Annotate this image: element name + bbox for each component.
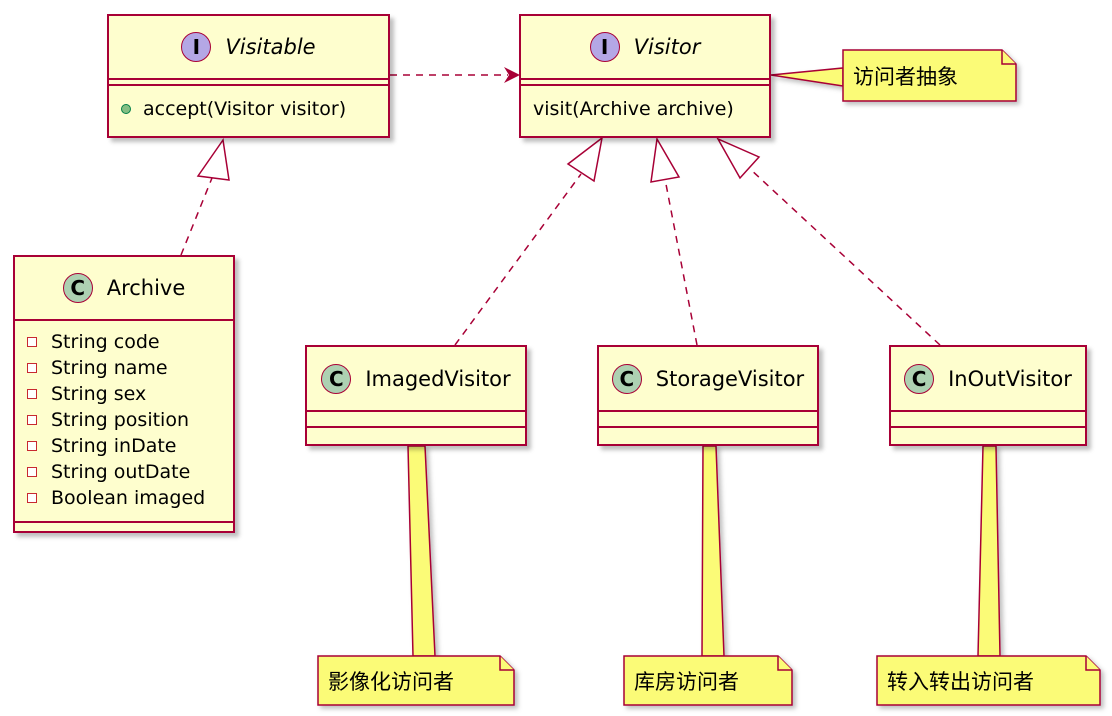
class-imaged-visitor: C ImagedVisitor [305, 345, 527, 446]
method-row: visit(Archive archive) [521, 96, 769, 122]
note-text: 库房访问者 [634, 669, 739, 694]
fields-section [109, 80, 388, 86]
class-name: InOutVisitor [948, 366, 1072, 391]
fields-section: String code String name String sex Strin… [15, 321, 233, 523]
note-visitor-abstract: 访问者抽象 [843, 50, 1003, 101]
class-header: I Visitable [109, 16, 388, 80]
public-visibility-icon [121, 104, 131, 114]
note-inout-visitor: 转入转出访问者 [877, 656, 1087, 705]
note-text: 转入转出访问者 [887, 669, 1034, 694]
class-badge-icon: C [321, 363, 352, 394]
class-badge-icon: C [62, 273, 93, 303]
fields-section [891, 412, 1085, 428]
note-shape-inout [876, 445, 1101, 706]
dependency-visitable-to-visitor [390, 67, 520, 83]
realization-inout-to-visitor [716, 137, 941, 346]
private-visibility-icon [27, 389, 37, 399]
class-header: C InOutVisitor [891, 347, 1085, 412]
methods-section [891, 428, 1085, 442]
field-text: String inDate [51, 435, 177, 457]
note-storage-visitor: 库房访问者 [624, 656, 779, 705]
methods-section [15, 523, 233, 533]
field-row: Boolean imaged [15, 485, 233, 511]
class-header: C ImagedVisitor [307, 347, 525, 412]
class-name: ImagedVisitor [365, 366, 511, 391]
field-text: Boolean imaged [51, 487, 206, 509]
note-text: 影像化访问者 [328, 669, 454, 694]
class-storage-visitor: C StorageVisitor [597, 345, 819, 446]
methods-section [599, 428, 817, 442]
methods-section: accept(Visitor visitor) [109, 86, 388, 126]
note-imaged-visitor: 影像化访问者 [318, 656, 500, 705]
class-archive: C Archive String code String name String… [13, 255, 235, 533]
field-text: String code [51, 331, 160, 353]
fields-section [599, 412, 817, 428]
field-text: String sex [51, 383, 147, 405]
fields-section [307, 412, 525, 428]
class-header: I Visitor [521, 16, 769, 80]
field-text: String position [51, 409, 190, 431]
field-row: String name [15, 355, 233, 381]
note-text: 访问者抽象 [853, 64, 958, 89]
fields-section [521, 80, 769, 86]
class-name: StorageVisitor [655, 366, 805, 391]
class-visitor: I Visitor visit(Archive archive) [519, 14, 771, 138]
field-text: String name [51, 357, 168, 379]
method-row: accept(Visitor visitor) [109, 96, 388, 122]
realization-imaged-to-visitor [454, 136, 604, 346]
field-row: String sex [15, 381, 233, 407]
class-header: C StorageVisitor [599, 347, 817, 412]
private-visibility-icon [27, 493, 37, 503]
method-text: visit(Archive archive) [533, 98, 734, 120]
field-row: String code [15, 329, 233, 355]
class-name: Archive [106, 276, 186, 300]
field-text: String outDate [51, 461, 191, 483]
private-visibility-icon [27, 441, 37, 451]
note-shape-imaged [317, 445, 515, 706]
realization-archive-to-visitable [180, 138, 230, 256]
class-badge-icon: C [611, 363, 642, 394]
note-shape-visitor [770, 49, 1017, 102]
class-inout-visitor: C InOutVisitor [889, 345, 1087, 446]
private-visibility-icon [27, 467, 37, 477]
class-header: C Archive [15, 257, 233, 321]
class-badge-icon: C [904, 363, 935, 394]
realization-storage-to-visitor [650, 136, 698, 346]
field-row: String outDate [15, 459, 233, 485]
private-visibility-icon [27, 415, 37, 425]
methods-section: visit(Archive archive) [521, 86, 769, 126]
interface-badge-icon: I [181, 32, 212, 62]
field-row: String inDate [15, 433, 233, 459]
private-visibility-icon [27, 337, 37, 347]
field-row: String position [15, 407, 233, 433]
class-name: Visitable [225, 35, 316, 59]
private-visibility-icon [27, 363, 37, 373]
methods-section [307, 428, 525, 442]
interface-badge-icon: I [589, 32, 620, 62]
note-shape-storage [623, 445, 793, 706]
class-visitable: I Visitable accept(Visitor visitor) [107, 14, 390, 138]
class-name: Visitor [633, 35, 701, 59]
method-text: accept(Visitor visitor) [143, 98, 347, 120]
